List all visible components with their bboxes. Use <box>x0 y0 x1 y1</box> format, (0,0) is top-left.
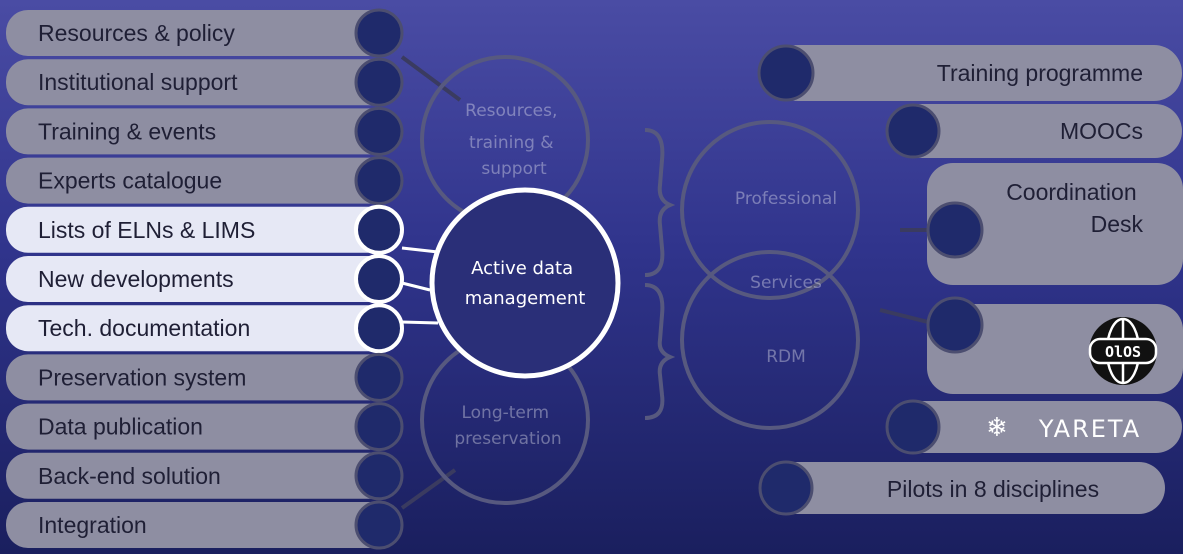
left-pill-label: Preservation system <box>38 364 246 390</box>
coordination-desk-line: Coordination <box>1006 179 1136 205</box>
left-pill-background <box>6 354 395 401</box>
pilots-label: Pilots in 8 disciplines <box>887 476 1099 502</box>
longterm-hub-line: Long-term <box>461 403 549 423</box>
training-programme-item[interactable]: Training programme <box>757 44 1182 102</box>
knob-icon <box>354 500 404 550</box>
knob-icon <box>354 402 404 452</box>
left-pill-item[interactable]: Lists of ELNs & LIMS <box>6 204 404 255</box>
longterm-hub-label: Long-term preservation <box>454 403 561 449</box>
knob-icon <box>354 254 404 304</box>
left-pill-background <box>6 403 395 450</box>
left-pill-label: Training & events <box>38 118 216 144</box>
connector-line <box>401 320 439 325</box>
left-pill-item[interactable]: Back-end solution <box>6 451 404 501</box>
left-pill-item[interactable]: Institutional support <box>6 57 404 107</box>
yareta-item[interactable]: ❄ YARETA <box>885 399 1182 455</box>
left-pill-background <box>6 256 395 302</box>
left-pill-item[interactable]: New developments <box>6 254 404 304</box>
knob-icon <box>926 296 984 354</box>
knob-icon <box>354 8 404 58</box>
snowflake-icon: ❄ <box>986 413 1008 443</box>
left-pill-item[interactable]: Preservation system <box>6 352 404 402</box>
professional-hub-label: Professional <box>735 189 837 209</box>
yareta-logo-text: YARETA <box>1038 415 1141 443</box>
knob-icon <box>354 204 404 255</box>
moocs-item[interactable]: MOOCs <box>885 103 1182 159</box>
knob-icon <box>758 460 814 516</box>
knob-icon <box>354 106 404 156</box>
left-pill-background <box>6 10 395 56</box>
knob-icon <box>354 156 404 206</box>
left-pill-background <box>6 206 395 253</box>
coordination-desk-label: Coordination Desk <box>1006 179 1143 237</box>
left-pill-item[interactable]: Experts catalogue <box>6 156 404 206</box>
left-pill-background <box>6 157 395 204</box>
olos-logo-text: OlOS <box>1105 343 1141 361</box>
connector-line <box>401 246 439 254</box>
resources-hub-line: support <box>481 159 547 179</box>
active-hub-line: management <box>465 288 586 309</box>
left-pill-background <box>6 59 395 106</box>
rdm-hub-label: RDM <box>766 347 806 367</box>
yareta-logo: ❄ YARETA <box>986 413 1141 443</box>
left-pill-label: Data publication <box>38 414 203 440</box>
left-pill-item[interactable]: Resources & policy <box>6 8 404 58</box>
knob-icon <box>885 103 941 159</box>
services-hub-label: Services <box>750 273 822 293</box>
left-pill-background <box>6 305 395 352</box>
resources-hub-label: Resources, training & support <box>465 101 563 179</box>
left-pill-label: Resources & policy <box>38 20 235 46</box>
resources-hub-line: training & <box>469 133 554 153</box>
left-pill-item[interactable]: Training & events <box>6 106 404 156</box>
left-pill-background <box>6 108 395 155</box>
professional-hub-circle <box>680 120 860 300</box>
brace-bottom <box>644 283 676 420</box>
coordination-desk-item[interactable]: Coordination Desk <box>926 163 1183 285</box>
left-pill-label: Integration <box>38 512 147 538</box>
left-pill-label: Back-end solution <box>38 463 221 489</box>
knob-icon <box>757 44 815 102</box>
left-pill-item[interactable]: Integration <box>6 500 404 550</box>
rdm-hub-circle <box>680 250 860 430</box>
knob-icon <box>354 57 404 107</box>
longterm-hub-line: preservation <box>454 429 561 449</box>
active-hub-circle[interactable] <box>429 187 621 379</box>
active-hub-label: Active data management <box>465 258 586 309</box>
olos-item[interactable]: OlOS <box>926 296 1183 394</box>
resources-hub-line: Resources, <box>465 101 557 121</box>
connector-line <box>400 468 457 510</box>
left-pill-item[interactable]: Tech. documentation <box>6 303 404 354</box>
left-pill-item[interactable]: Data publication <box>6 402 404 452</box>
olos-logo: OlOS <box>1088 317 1158 385</box>
left-pill-label: Tech. documentation <box>38 315 250 341</box>
knob-icon <box>354 352 404 402</box>
left-pill-label: Experts catalogue <box>38 168 222 194</box>
moocs-label: MOOCs <box>1060 118 1143 144</box>
knob-icon <box>354 303 404 354</box>
active-hub-line: Active data <box>471 258 573 279</box>
connector-line <box>401 281 431 292</box>
left-pill-background <box>6 502 395 548</box>
left-pill-background <box>6 452 395 499</box>
knob-icon <box>926 201 984 259</box>
left-pill-label: Institutional support <box>38 69 238 95</box>
coordination-desk-line: Desk <box>1091 211 1144 237</box>
left-pill-label: Lists of ELNs & LIMS <box>38 217 255 243</box>
knob-icon <box>354 451 404 501</box>
left-pill-label: New developments <box>38 266 234 292</box>
brace-top <box>644 128 676 277</box>
connector-line <box>400 55 462 102</box>
pilots-item[interactable]: Pilots in 8 disciplines <box>758 460 1165 516</box>
knob-icon <box>885 399 941 455</box>
training-programme-label: Training programme <box>937 60 1143 86</box>
